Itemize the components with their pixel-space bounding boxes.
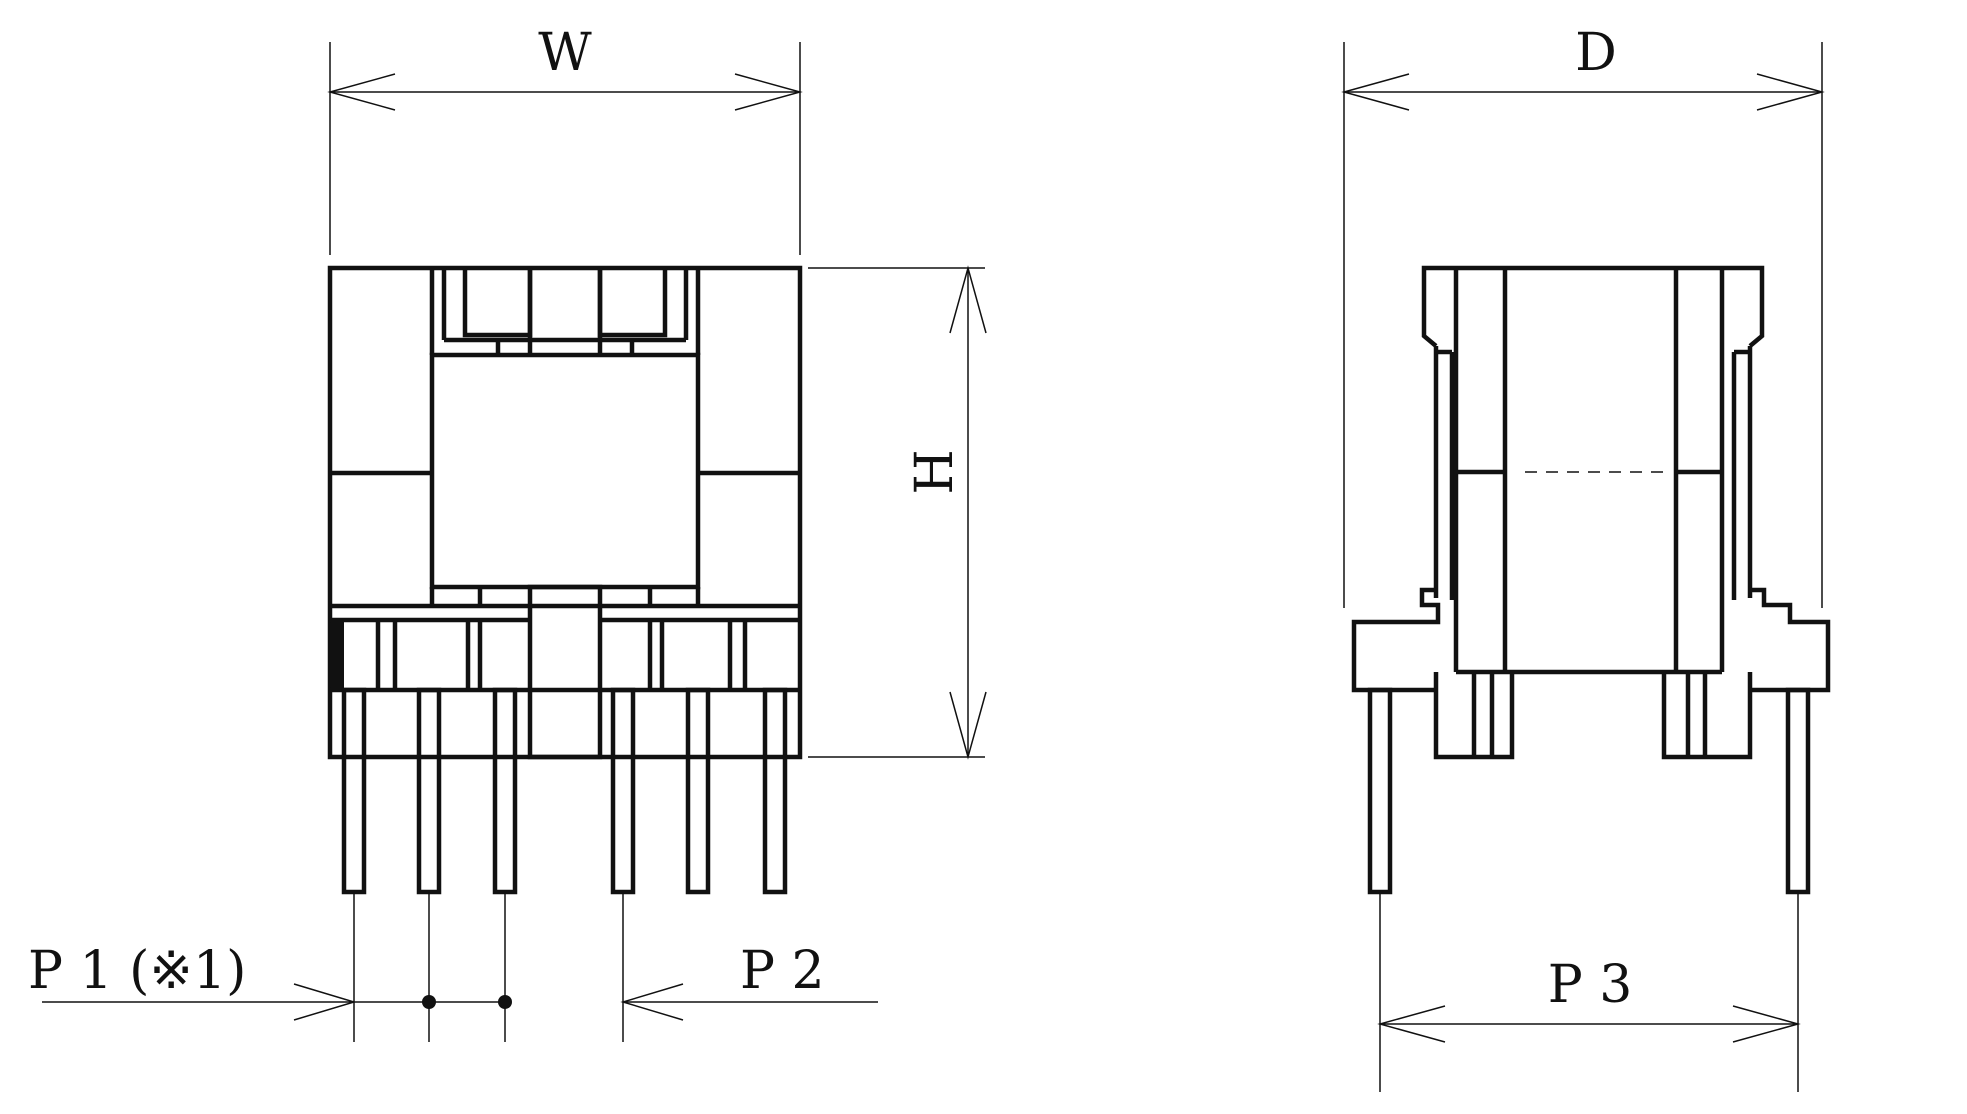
front-top-slot-right: [597, 268, 668, 338]
label-h: H: [905, 449, 965, 494]
label-w: W: [538, 23, 592, 83]
label-p3: P 3: [1548, 955, 1633, 1015]
side-pin-left: [1367, 687, 1393, 895]
front-pins: [341, 687, 788, 895]
front-center-post: [527, 584, 603, 760]
pin: [416, 687, 442, 895]
dimension-pitch-side: P 3: [1377, 892, 1801, 1092]
front-view: [327, 265, 803, 895]
side-base-left: [1351, 587, 1441, 693]
dimension-height: H: [808, 265, 987, 760]
pin: [492, 687, 518, 895]
front-core-window: [429, 352, 701, 590]
pin: [762, 687, 788, 895]
dimension-width: W: [327, 23, 803, 255]
pin: [341, 687, 367, 895]
side-top-flange: [1421, 265, 1765, 348]
pin1-marker: [331, 622, 344, 688]
label-p2: P 2: [740, 941, 825, 1001]
side-view: [1351, 265, 1831, 895]
dimension-depth: D: [1341, 23, 1825, 608]
dimension-dot: [422, 995, 436, 1009]
dimension-pitch-front: P 1 (※1) P 2: [28, 892, 878, 1042]
side-base-right: [1750, 587, 1831, 693]
label-d: D: [1575, 23, 1617, 83]
label-p1: P 1 (※1): [28, 941, 246, 1001]
pin: [685, 687, 711, 895]
dimension-dot: [498, 995, 512, 1009]
pin: [610, 687, 636, 895]
side-pin-right: [1785, 687, 1811, 895]
front-top-slot-left: [462, 268, 533, 338]
